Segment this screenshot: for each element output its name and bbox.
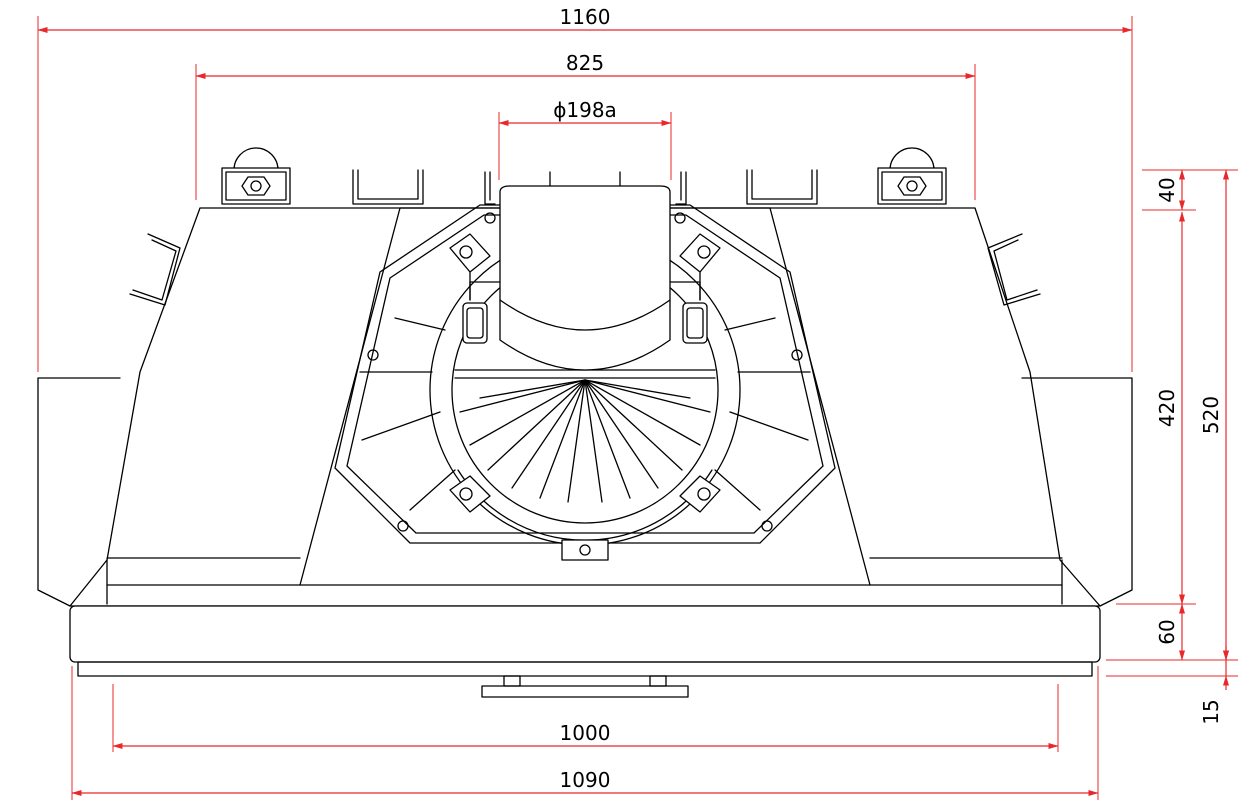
fireplace-drawing: [37, 147, 1133, 698]
dim-label-bottom-outer-width: 1090: [560, 768, 611, 792]
left-side-clip: [129, 233, 181, 306]
base-strip: [77, 661, 1093, 677]
dim-label-bottom-inner-width: 1000: [560, 721, 611, 745]
dim-label-overall-height: 520: [1199, 396, 1223, 434]
dim-label-base-height: 15: [1199, 699, 1223, 724]
clamp-bottom-right: [679, 475, 721, 513]
dim-label-body-height: 420: [1155, 389, 1179, 427]
mount-tab-left: [503, 675, 521, 687]
left-hanger-lug: [221, 147, 291, 205]
clamp-top-left: [449, 233, 491, 273]
top-bracket-3: [484, 171, 496, 205]
octagon-frame-inner: [346, 214, 824, 534]
top-bracket-2: [746, 169, 818, 205]
mount-tab-right: [649, 675, 667, 687]
left-latch: [462, 302, 488, 344]
dim-label-frame-height: 60: [1155, 619, 1179, 644]
dim-label-flue-diameter: ϕ198a: [553, 98, 617, 122]
dim-label-hanger-span: 825: [566, 51, 604, 75]
left-side-wing: [37, 377, 121, 607]
flue-collar: [499, 185, 671, 371]
burner-grate: [454, 369, 716, 503]
dim-label-top-offset: 40: [1155, 177, 1179, 202]
bottom-mount-plate: [481, 685, 689, 698]
dimension-lines: 1160 825 ϕ198a 1000 1090 40 420 520 60 1…: [37, 5, 1238, 800]
flue-collar-curve: [499, 299, 671, 331]
clamp-bottom-left: [449, 475, 491, 513]
clamp-top-right: [679, 233, 721, 273]
top-bracket-4: [675, 171, 687, 205]
main-body-outline: [69, 207, 1101, 607]
extension-lines: [37, 16, 1238, 800]
top-bracket-1: [352, 169, 424, 205]
right-side-wing: [1021, 377, 1133, 607]
right-side-clip: [987, 233, 1041, 306]
frame-bolts: [367, 212, 803, 532]
dim-label-overall-top-width: 1160: [560, 5, 611, 29]
octagon-frame: [334, 204, 836, 544]
bottom-hinge-tab: [561, 539, 609, 561]
right-hanger-lug: [877, 147, 947, 205]
drum-bottom-arc: [457, 469, 713, 541]
front-frame: [69, 605, 1101, 663]
right-latch: [682, 302, 708, 344]
